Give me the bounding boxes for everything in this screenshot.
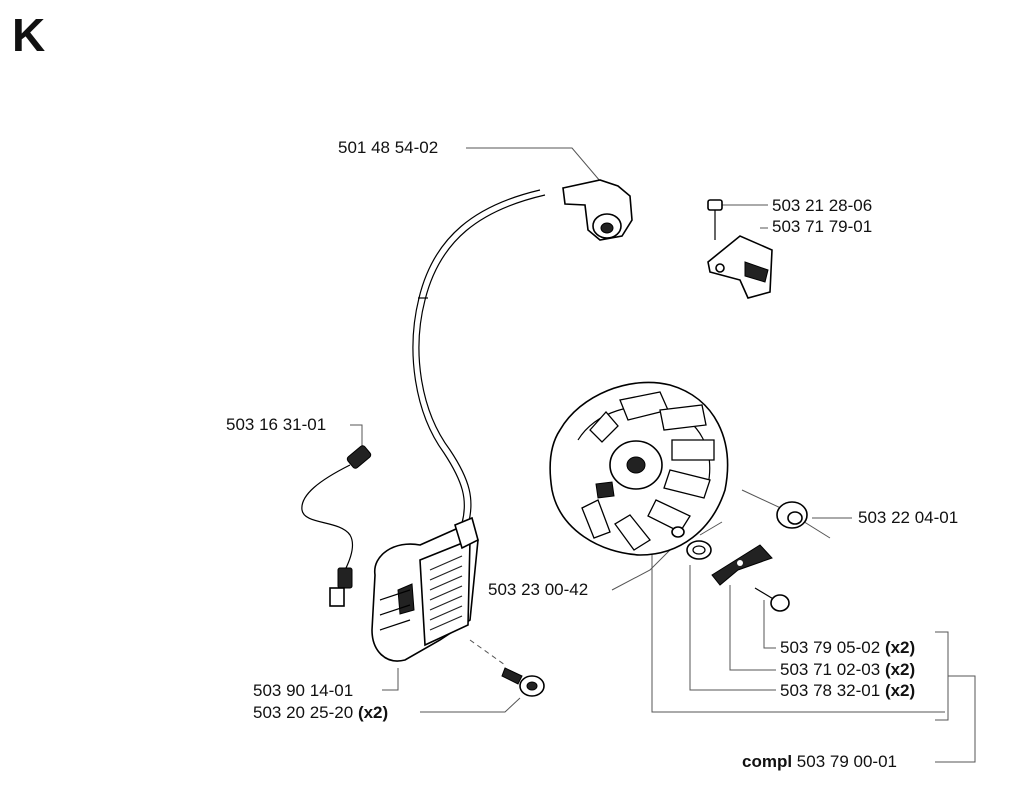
- flywheel-drawing: [549, 381, 729, 556]
- qty-marker: (x2): [884, 638, 916, 657]
- part-row-pawl-screw: 503 79 05-02 (x2): [780, 638, 915, 658]
- complete-assembly-row: compl 503 79 00-01: [742, 752, 897, 772]
- bracket-drawing: [707, 199, 773, 299]
- part-number-module-screw: 503 20 25-20: [253, 703, 354, 722]
- part-number-pawl: 503 71 02-03: [780, 660, 881, 679]
- part-number-complete-assembly: 503 79 00-01: [796, 752, 897, 771]
- section-letter: K: [12, 9, 46, 61]
- part-row-pawl: 503 71 02-03 (x2): [780, 660, 915, 680]
- part-number-nut: 503 22 04-01: [858, 508, 959, 527]
- connector-wire-drawing: [301, 445, 372, 607]
- small-parts-drawing: [671, 501, 808, 612]
- part-number-bracket-screw: 503 21 28-06: [772, 196, 873, 215]
- part-number-bracket: 503 71 79-01: [772, 217, 873, 236]
- part-number-ignition-module: 503 90 14-01: [253, 681, 354, 700]
- ignition-module-drawing: [371, 516, 479, 662]
- part-number-washer: 503 23 00-42: [488, 580, 589, 599]
- part-row-module-screw: 503 20 25-20 (x2): [253, 703, 388, 723]
- part-number-spring: 503 78 32-01: [780, 681, 881, 700]
- qty-marker: (x2): [357, 703, 389, 722]
- part-number-spark-plug-cap: 501 48 54-02: [338, 138, 439, 157]
- qty-marker: (x2): [884, 681, 916, 700]
- qty-marker: (x2): [884, 660, 916, 679]
- part-number-connector-wire: 503 16 31-01: [226, 415, 327, 434]
- compl-label: compl: [742, 752, 793, 771]
- part-number-pawl-screw: 503 79 05-02: [780, 638, 881, 657]
- module-screw-drawing: [501, 667, 545, 697]
- part-row-spring: 503 78 32-01 (x2): [780, 681, 915, 701]
- spark-plug-cap-drawing: [412, 179, 633, 526]
- leader-lines: [350, 147, 976, 763]
